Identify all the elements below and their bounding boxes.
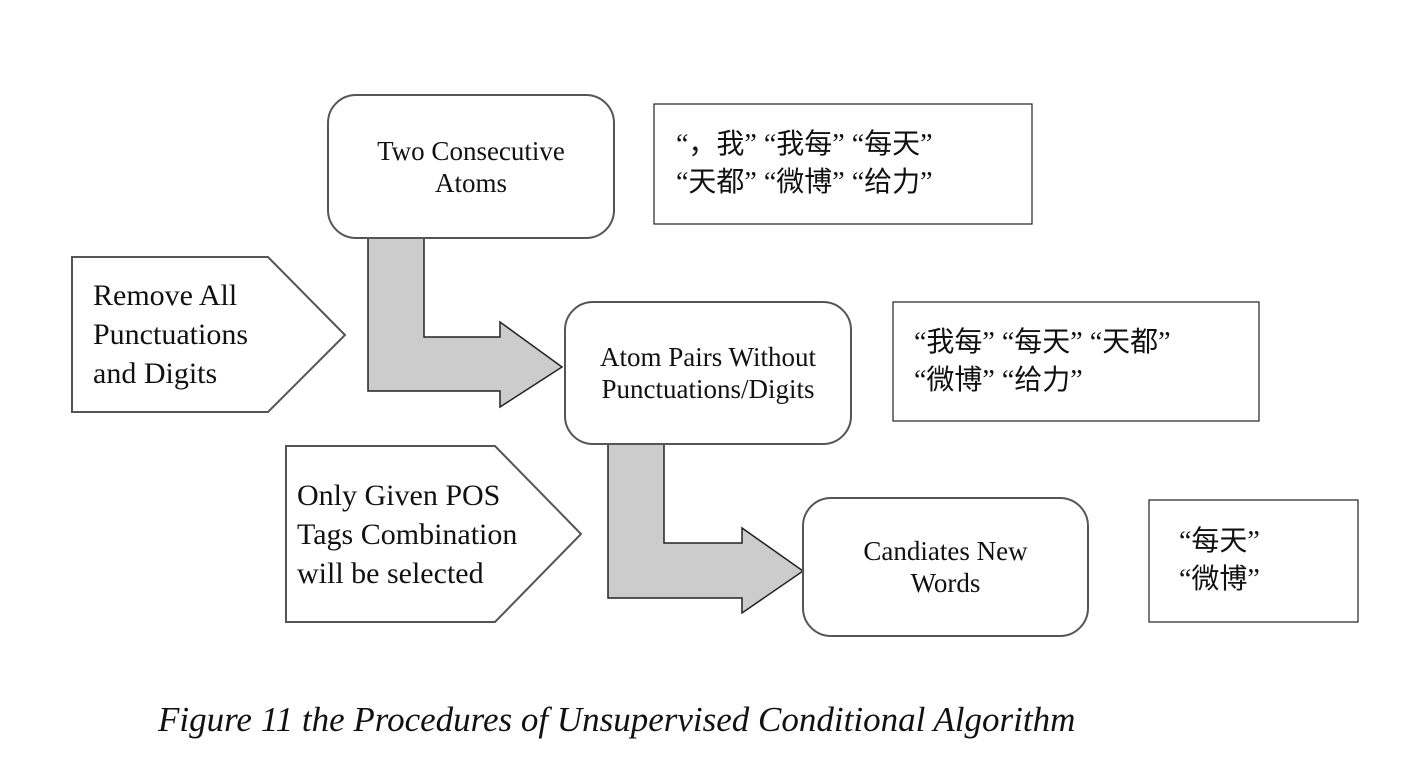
- example-text-line: “我每” “每天” “天都”: [914, 326, 1171, 358]
- step-label-line: Atoms: [434, 167, 507, 198]
- example-text-filtered-pairs: “我每” “每天” “天都” “微博” “给力”: [914, 302, 1254, 421]
- condition-text-line: Tags Combination: [297, 517, 518, 551]
- example-box-new-words: [1148, 499, 1359, 623]
- step-label-line: Candiates New: [863, 536, 1028, 566]
- condition-text-line: and Digits: [93, 357, 218, 390]
- step-label-two-consecutive-atoms: Two Consecutive Atoms: [328, 95, 614, 238]
- flow-arrow-step1-to-step2: [367, 237, 564, 409]
- example-text-line: “，我” “我每” “每天”: [676, 129, 933, 160]
- condition-text-pos-tags: Only Given POS Tags Combination will be …: [297, 446, 577, 622]
- condition-callout-remove-punctuation: [71, 256, 347, 413]
- example-box-atom-pairs-all: [653, 103, 1033, 225]
- example-box-filtered-pairs: [892, 301, 1260, 422]
- step-label-line: Words: [910, 568, 981, 598]
- condition-text-line: Punctuations: [93, 318, 248, 351]
- example-text-line: “微博” “给力”: [914, 364, 1083, 396]
- figure-caption: Figure 11 the Procedures of Unsupervised…: [158, 700, 1076, 739]
- condition-text-line: will be selected: [297, 556, 484, 590]
- step-label-line: Punctuations/Digits: [601, 374, 815, 404]
- condition-text-line: Remove All: [93, 279, 238, 312]
- example-text-line: “天都” “微博” “给力”: [676, 167, 933, 198]
- example-text-new-words: “每天” “微博”: [1179, 500, 1354, 622]
- flow-arrow-step2-to-step3: [607, 442, 805, 615]
- step-box-atom-pairs: [564, 301, 852, 445]
- step-label-line: Two Consecutive: [377, 135, 565, 166]
- example-text-atom-pairs-all: “，我” “我每” “每天” “天都” “微博” “给力”: [676, 104, 1026, 224]
- step-box-two-consecutive-atoms: [327, 94, 615, 239]
- condition-text-remove-punctuation: Remove All Punctuations and Digits: [93, 257, 333, 412]
- example-text-line: “微博”: [1179, 564, 1260, 595]
- example-text-line: “每天”: [1179, 526, 1260, 557]
- step-label-atom-pairs: Atom Pairs Without Punctuations/Digits: [565, 302, 851, 444]
- condition-callout-pos-tags: [285, 445, 583, 623]
- step-label-candidate-words: Candiates New Words: [803, 498, 1088, 636]
- condition-text-line: Only Given POS: [297, 478, 501, 512]
- step-box-candidate-words: [802, 497, 1089, 637]
- step-label-line: Atom Pairs Without: [600, 342, 816, 372]
